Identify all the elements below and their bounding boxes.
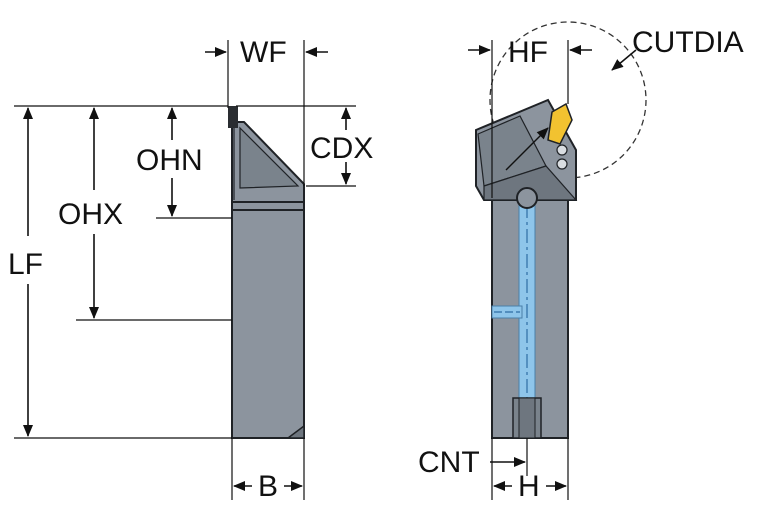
hf-label: HF <box>508 36 548 69</box>
wf-dimension: WF <box>205 36 328 186</box>
cnt-dimension: CNT <box>418 438 528 479</box>
front-view-screw-hole <box>516 187 538 209</box>
front-view <box>475 21 647 439</box>
ohx-label: OHX <box>58 198 123 231</box>
cutdia-radius-line <box>505 127 549 171</box>
cnt-label: CNT <box>418 446 480 479</box>
side-view-shank-chamfer <box>285 424 305 439</box>
clamp-screw-bottom <box>556 158 568 170</box>
wf-label: WF <box>240 36 287 69</box>
cutdia-label: CUTDIA <box>632 26 744 59</box>
ohn-dimension: OHN <box>136 107 232 219</box>
cutdia-dimension: CUTDIA <box>611 26 744 71</box>
lf-label: LF <box>8 248 43 281</box>
side-view-shank <box>231 201 305 439</box>
ohn-label: OHN <box>136 144 203 177</box>
side-view-insert <box>228 106 238 128</box>
side-view <box>228 106 305 439</box>
h-dimension: H <box>491 438 569 503</box>
h-label: H <box>518 470 540 503</box>
clamp-screw-top <box>556 144 568 156</box>
cdx-label: CDX <box>310 132 373 165</box>
hf-dimension: HF <box>468 36 592 198</box>
cdx-dimension: CDX <box>236 105 373 187</box>
side-view-head-face <box>239 126 300 189</box>
b-dimension: B <box>231 438 305 503</box>
ohx-dimension: OHX <box>58 107 232 321</box>
b-label: B <box>258 470 278 503</box>
lf-dimension: LF <box>8 105 232 439</box>
